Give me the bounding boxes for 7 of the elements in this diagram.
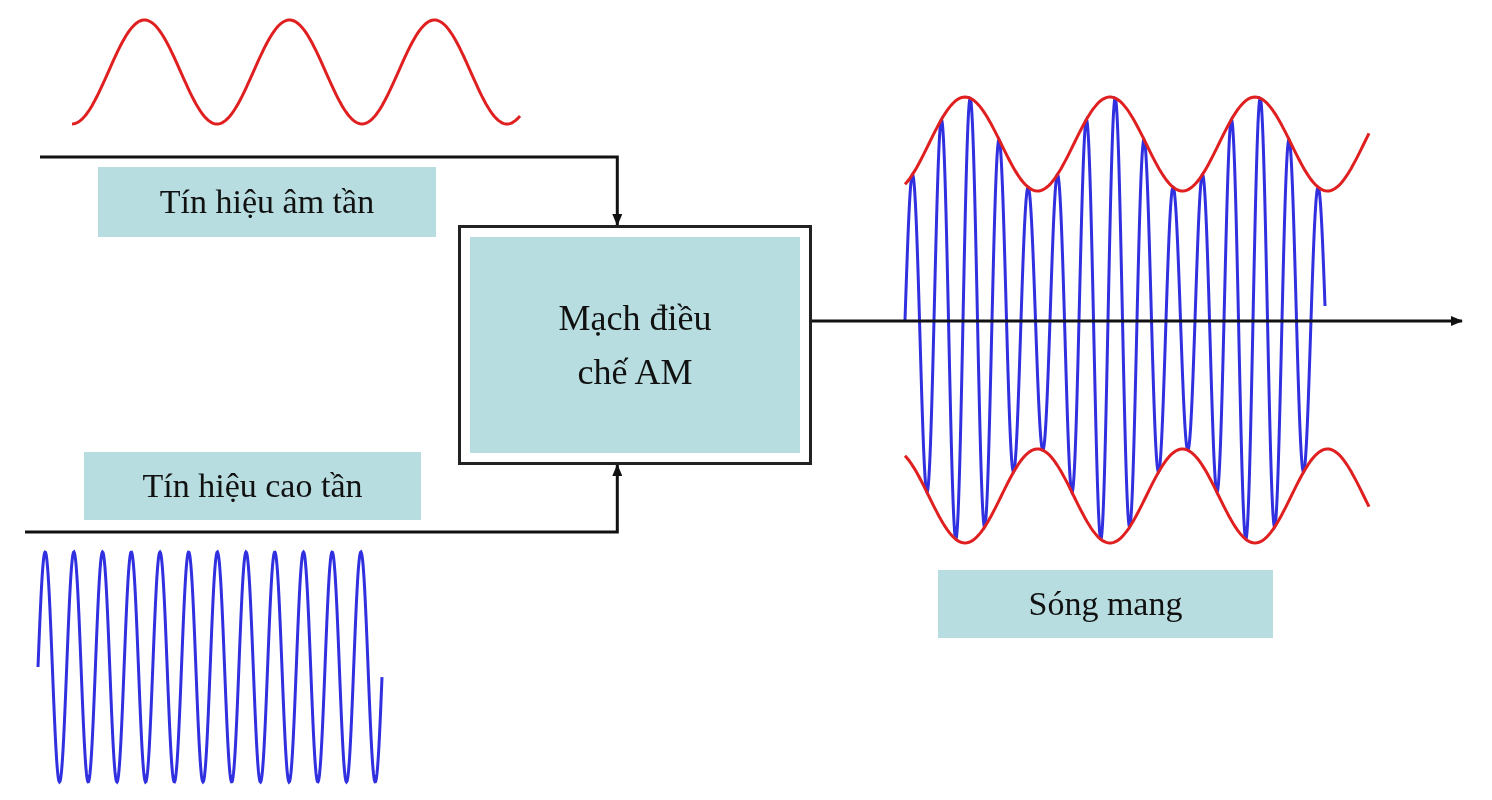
label-box: Tín hiệu cao tần bbox=[84, 452, 421, 520]
arrow bbox=[25, 464, 623, 534]
modulator-block: Mạch điều chế AM bbox=[458, 225, 812, 465]
label-box: Sóng mang bbox=[938, 570, 1273, 638]
arrow bbox=[812, 316, 1463, 326]
arrow bbox=[40, 155, 623, 226]
label-box: Tín hiệu âm tần bbox=[98, 167, 436, 237]
